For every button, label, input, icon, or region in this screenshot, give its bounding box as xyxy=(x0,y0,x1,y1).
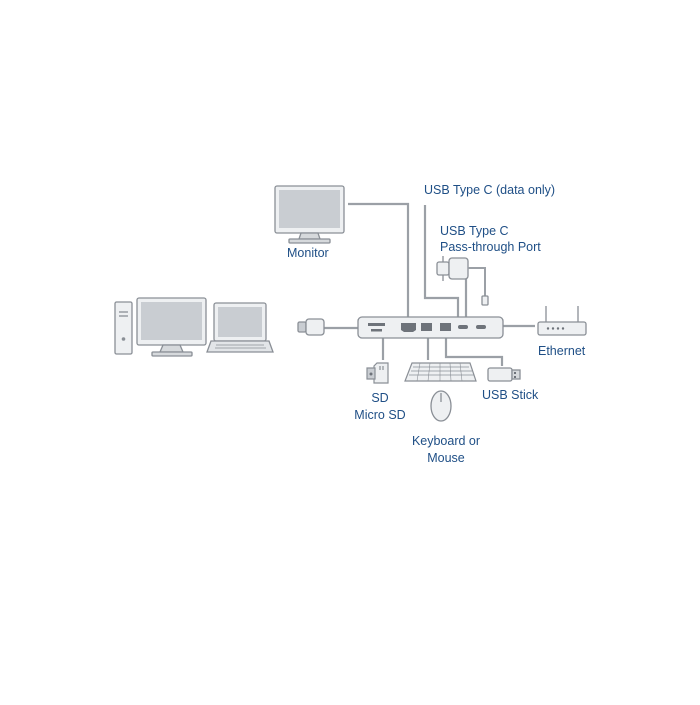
usb-c-data-label: USB Type C (data only) xyxy=(424,183,556,197)
docking-hub-icon xyxy=(357,316,504,339)
mouse-icon xyxy=(430,390,452,422)
usb-c-pd-label-line1: USB Type C xyxy=(440,224,509,238)
desktop-pc-icon xyxy=(114,297,207,357)
ethernet-label: Ethernet xyxy=(538,344,586,358)
keyboard-label-line2: Mouse xyxy=(427,451,465,465)
sd-card-icon xyxy=(366,362,389,384)
monitor-icon xyxy=(274,185,345,244)
sd-label-line1: SD xyxy=(371,391,389,405)
laptop-icon xyxy=(206,302,274,353)
keyboard-label-line1: Keyboard or xyxy=(411,434,481,448)
keyboard-icon xyxy=(404,362,477,382)
cable-monitor xyxy=(348,202,410,317)
power-adapter-icon xyxy=(436,256,489,306)
cable-usb-stick xyxy=(444,338,504,366)
sd-label-line2: Micro SD xyxy=(354,408,406,422)
usb-c-pd-label-line2: Pass-through Port xyxy=(440,240,541,254)
monitor-label: Monitor xyxy=(287,246,329,260)
usb-stick-label: USB Stick xyxy=(482,388,539,402)
router-icon xyxy=(537,306,587,336)
usb-stick-icon xyxy=(487,367,521,382)
usb-c-plug-icon xyxy=(297,318,325,336)
cables xyxy=(323,202,535,366)
cable-usb-c-data xyxy=(423,205,460,317)
